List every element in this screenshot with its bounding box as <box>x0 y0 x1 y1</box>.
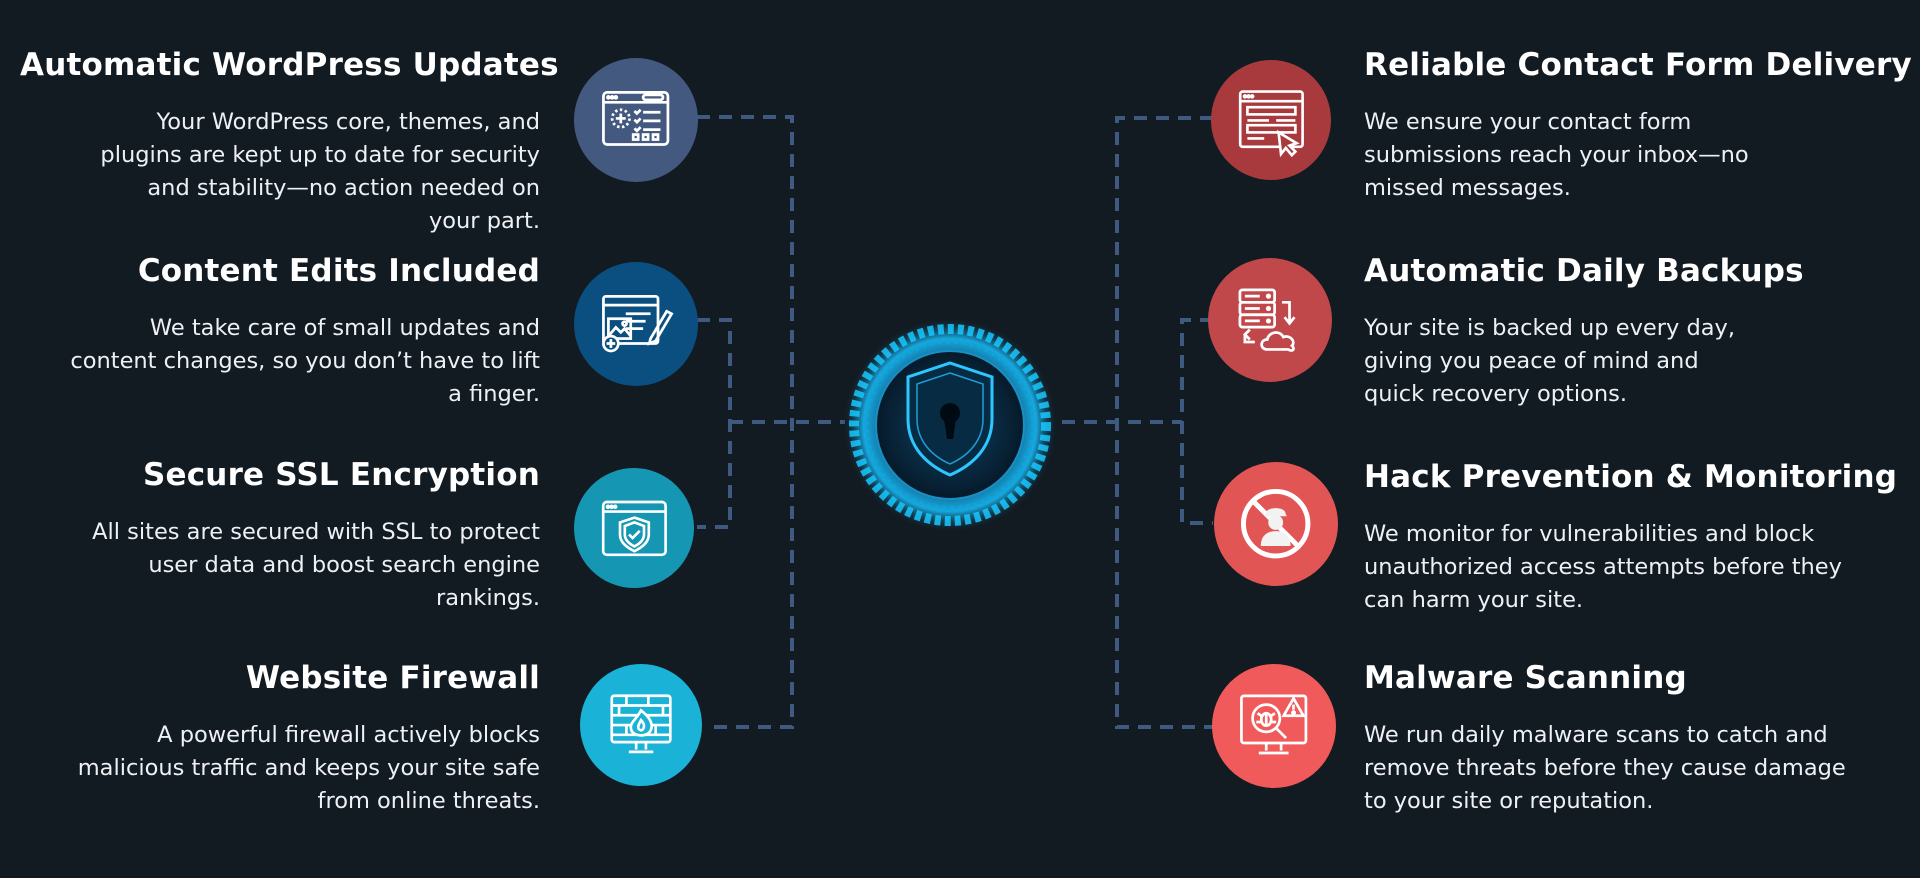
connector-left-updates <box>697 115 794 729</box>
feature-title: Content Edits Included <box>137 253 540 289</box>
shield-keyhole-icon <box>842 317 1058 533</box>
server-cloud-backup-icon <box>1208 258 1332 382</box>
feature-description: Your site is backed up every day, giving… <box>1364 314 1735 407</box>
browser-image-edit-icon <box>574 262 698 386</box>
feature-reliable-contact-form-delivery: Reliable Contact Form Delivery We ensure… <box>1364 47 1912 205</box>
feature-secure-ssl-encryption: Secure SSL Encryption All sites are secu… <box>20 457 540 615</box>
feature-description: We run daily malware scans to catch and … <box>1364 721 1846 814</box>
feature-description: We take care of small updates and conten… <box>70 314 540 407</box>
feature-description: Your WordPress core, themes, and plugins… <box>100 108 540 234</box>
browser-settings-checklist-icon <box>574 58 698 182</box>
connector-right-backups-hack <box>1180 318 1213 525</box>
feature-automatic-daily-backups: Automatic Daily Backups Your site is bac… <box>1364 253 1884 411</box>
no-hacker-icon <box>1214 462 1338 586</box>
feature-title: Automatic Daily Backups <box>1364 253 1804 289</box>
feature-title: Malware Scanning <box>1364 660 1687 696</box>
feature-hack-prevention-monitoring: Hack Prevention & Monitoring We monitor … <box>1364 459 1898 617</box>
connector-left-edits-ssl <box>697 318 732 529</box>
browser-shield-check-icon <box>574 468 694 588</box>
browser-form-cursor-icon <box>1211 60 1331 180</box>
feature-title: Hack Prevention & Monitoring <box>1364 459 1898 495</box>
feature-description: A powerful firewall actively blocks mali… <box>77 721 540 814</box>
feature-title: Website Firewall <box>245 660 540 696</box>
feature-description: All sites are secured with SSL to protec… <box>92 518 540 611</box>
feature-description: We ensure your contact form submissions … <box>1364 108 1749 201</box>
feature-title: Reliable Contact Form Delivery <box>1364 47 1912 83</box>
feature-website-firewall: Website Firewall A powerful firewall act… <box>20 660 540 818</box>
feature-malware-scanning: Malware Scanning We run daily malware sc… <box>1364 660 1884 818</box>
feature-title: Automatic WordPress Updates <box>20 47 559 83</box>
firewall-monitor-icon <box>580 664 702 786</box>
feature-automatic-wordpress-updates: Automatic WordPress Updates Your WordPre… <box>20 47 559 238</box>
feature-description: We monitor for vulnerabilities and block… <box>1364 520 1842 613</box>
center-shield-badge <box>840 315 1060 535</box>
feature-content-edits-included: Content Edits Included We take care of s… <box>20 253 540 411</box>
monitor-malware-scan-icon <box>1212 664 1336 788</box>
feature-title: Secure SSL Encryption <box>142 457 540 493</box>
